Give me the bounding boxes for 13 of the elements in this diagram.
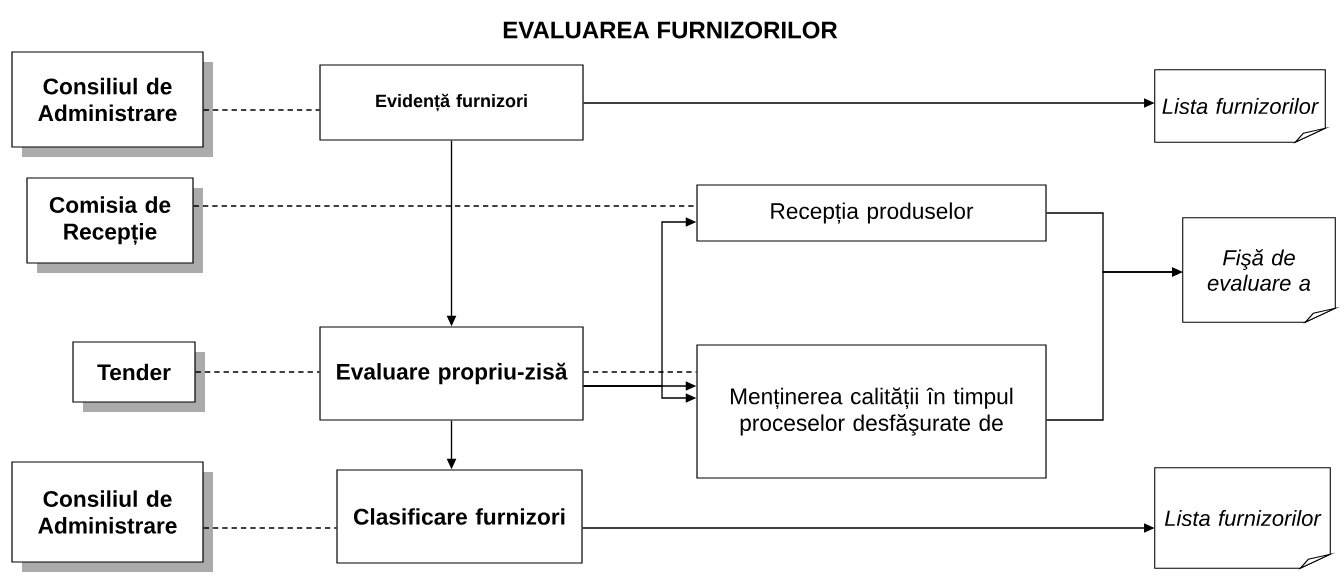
connector-line	[202, 109, 321, 111]
process-box: Evaluare propriu-zisă	[319, 326, 584, 421]
process-box: Recepția produselor	[696, 184, 1047, 242]
role-box: Tender	[72, 341, 205, 412]
role-box: Comisia de Recepție	[26, 177, 203, 273]
process-box: Clasificare furnizori	[336, 469, 583, 564]
role-box: Consiliul de Administrare	[11, 461, 213, 572]
process-box: Menținerea calității în timpul proceselor desfăşurate de	[696, 344, 1047, 479]
connector-line	[194, 371, 321, 373]
connector-line	[202, 527, 338, 529]
process-box: Evidență furnizori	[319, 64, 584, 141]
title: EVALUAREA FURNIZORILOR	[503, 21, 838, 39]
role-box: Consiliul de Administrare	[11, 51, 213, 157]
